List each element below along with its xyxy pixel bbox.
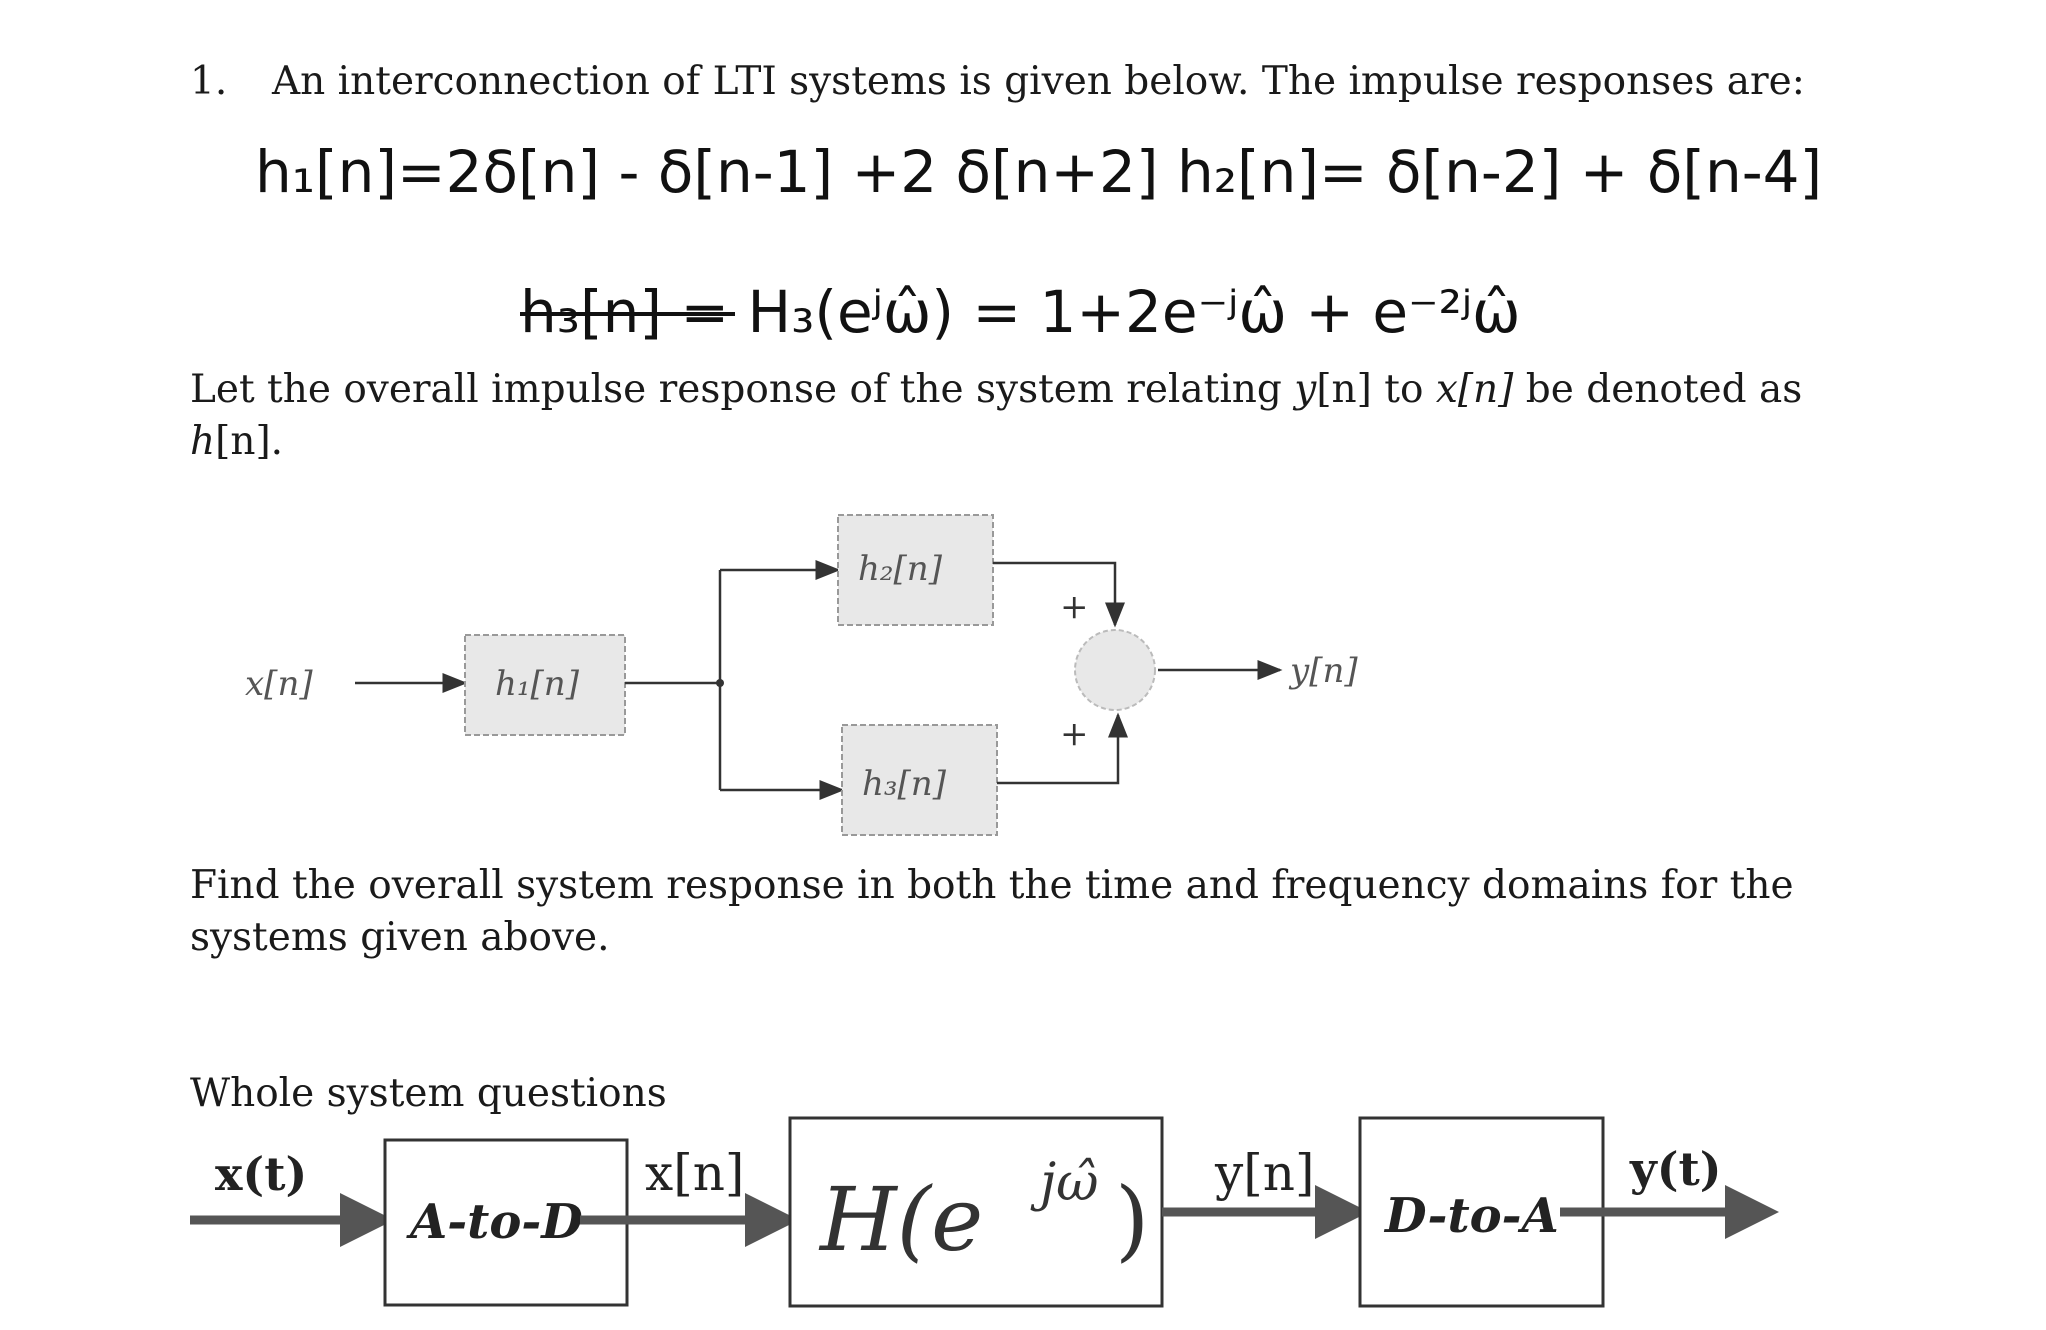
h3-label: h₃[n] — [862, 764, 947, 804]
h2-block — [837, 514, 994, 626]
question-intro: An interconnection of LTI systems is giv… — [272, 59, 1805, 104]
xt-label: x(t) — [215, 1147, 307, 1201]
handwritten-h3-equation: h₃[n] = H₃(eʲω̂) = 1+2e⁻ʲω̂ + e⁻²ʲω̂ — [520, 278, 1521, 346]
diagram-input-label: x[n] — [245, 664, 313, 704]
whole-system-heading: Whole system questions — [190, 1071, 667, 1116]
h1-label: h₁[n] — [495, 664, 580, 704]
h-label-close: ) — [1115, 1168, 1149, 1271]
h3-block — [841, 724, 998, 836]
h-label-exponent: jω̂ — [1030, 1153, 1099, 1213]
statement-line-1: Let the overall impulse response of the … — [190, 367, 1803, 412]
h1-block — [464, 634, 626, 736]
atod-label: A-to-D — [406, 1194, 583, 1250]
summing-junction — [1074, 629, 1156, 711]
diagram-output-label: y[n] — [1288, 651, 1358, 691]
plus-top: + — [1060, 587, 1089, 627]
h3-to-sum-line — [997, 712, 1128, 785]
plus-bottom: + — [1060, 714, 1089, 754]
strikethrough-mark — [520, 312, 735, 316]
question-number: 1. — [190, 59, 228, 104]
dtoa-label: D-to-A — [1383, 1188, 1559, 1244]
h-label-main: H(e — [818, 1168, 983, 1271]
statement-line-2: h[n]. — [190, 419, 284, 464]
h2-label: h₂[n] — [858, 549, 943, 589]
h3-frequency-response: H₃(eʲω̂) = 1+2e⁻ʲω̂ + e⁻²ʲω̂ — [747, 278, 1521, 346]
h-block — [788, 1116, 1164, 1308]
xn-label: x[n] — [645, 1144, 744, 1202]
h2-to-sum-line — [993, 561, 1125, 628]
find-line-1: Find the overall system response in both… — [190, 863, 1794, 908]
find-line-2: systems given above. — [190, 915, 610, 960]
handwritten-h1-h2-equation: h₁[n]=2δ[n] - δ[n-1] +2 δ[n+2] h₂[n]= δ[… — [255, 138, 1823, 206]
yn-label: y[n] — [1214, 1144, 1314, 1202]
yt-label: y(t) — [1629, 1142, 1722, 1196]
